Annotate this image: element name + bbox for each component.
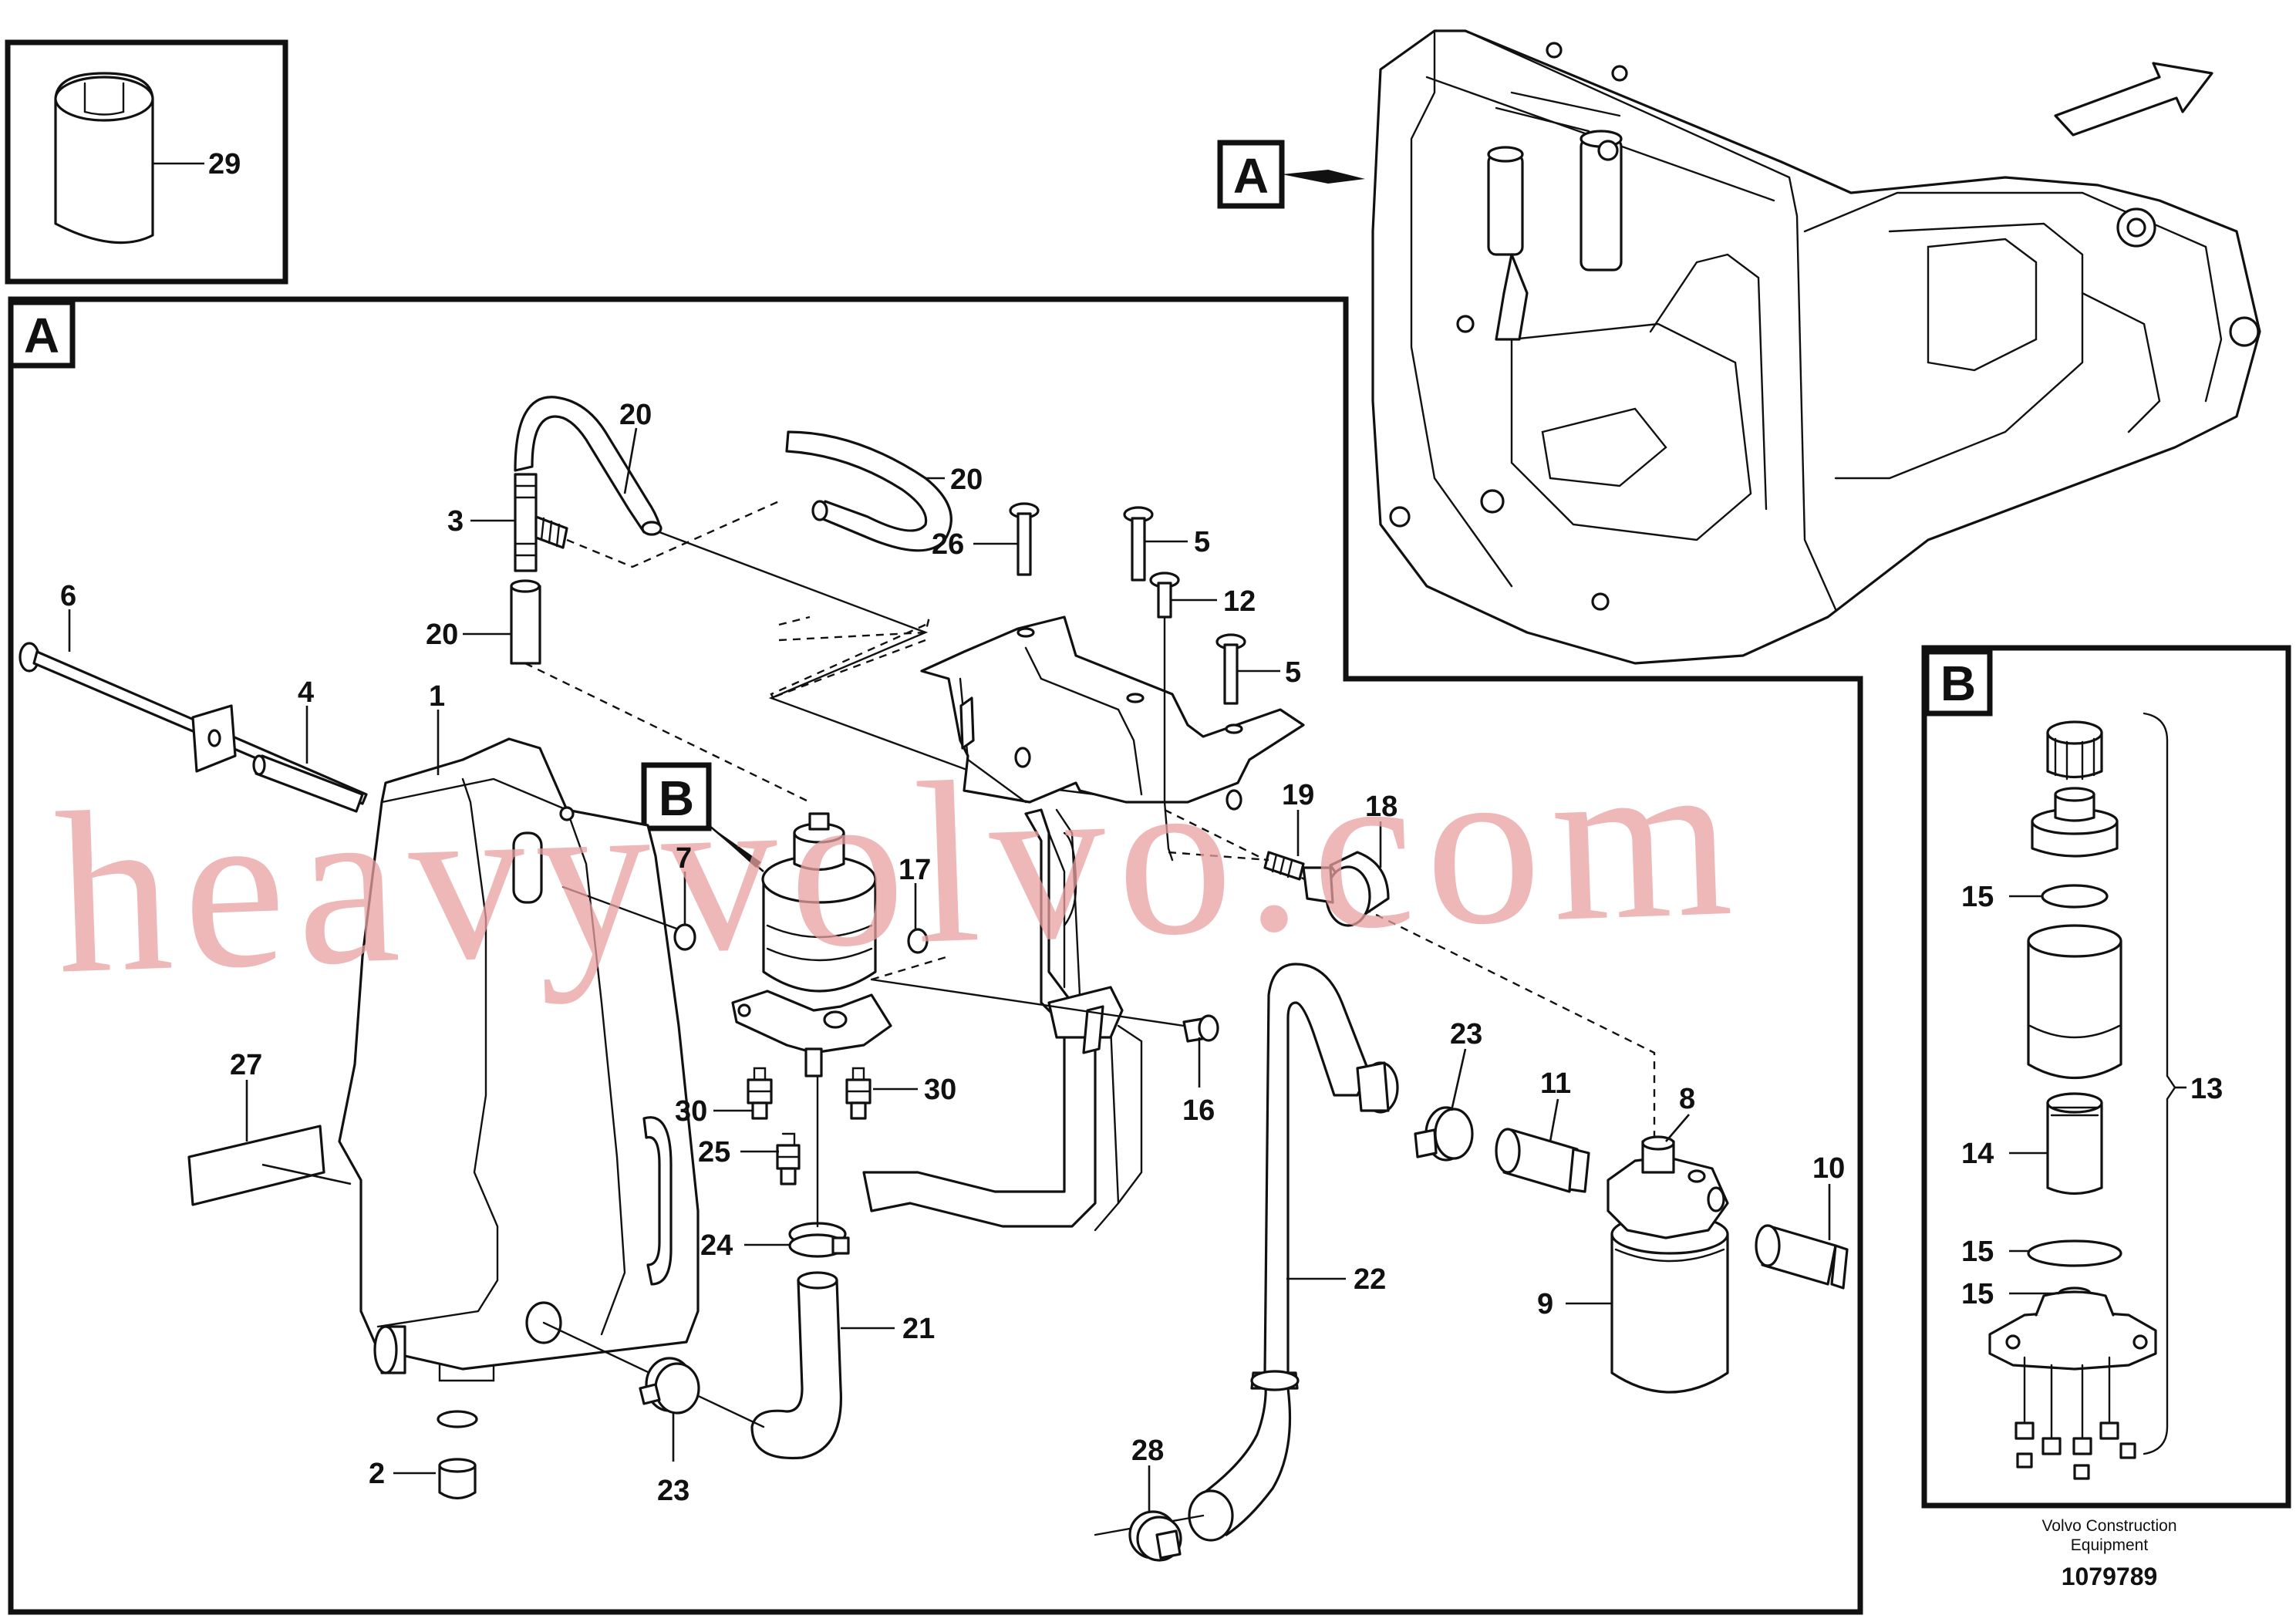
routing-line [770,623,926,703]
callout-10: 10 [1812,1152,1845,1185]
callout-28: 28 [1131,1435,1164,1467]
routing-line [770,639,926,700]
adapter-part-10 [1755,1224,1849,1290]
callout-15-lower: 15 [1961,1278,1994,1310]
callout-23-upper: 23 [1450,1018,1482,1050]
callout-14: 14 [1961,1138,1994,1170]
svg-text:B: B [659,771,694,826]
sleeve-part-29 [54,72,204,244]
callout-numbers: 29 20 20 3 20 26 5 12 5 6 4 1 7 17 19 18… [60,148,2223,1507]
callout-5-upper: 5 [1194,526,1210,558]
callout-26: 26 [932,528,964,561]
callout-20-left: 20 [426,619,458,651]
detail-29-frame [5,39,288,285]
fuel-pump-view-b [731,812,892,1077]
view-b-frame [1921,645,2291,1509]
label-part-27 [187,1080,352,1206]
callout-20-right: 20 [950,464,983,496]
callout-20-top: 20 [619,399,652,431]
direction-arrow-icon [2054,62,2213,137]
filter-part-9 [1610,1213,1729,1394]
clamp-part-28 [1094,1510,1205,1562]
routing-line [566,500,780,568]
callout-17: 17 [899,854,931,886]
bolt-part-5-lower [1215,633,1246,705]
callout-18: 18 [1365,791,1397,823]
plug-part-2 [393,1410,478,1500]
callout-30-left: 30 [675,1095,707,1128]
callout-5-lower: 5 [1285,656,1301,689]
machine-frame-overview [1371,29,2261,665]
tee-connector-part-3 [514,473,568,572]
view-b-label-main: B [641,762,764,872]
bolt-part-5-upper [1123,506,1154,582]
view-a-label-main: A [8,299,76,369]
footer-company-line2: Equipment [2071,1536,2149,1554]
svg-text:B: B [1940,656,1976,711]
callout-7: 7 [676,842,692,875]
callout-1: 1 [429,680,445,713]
clamp-part-23-upper [1414,1106,1474,1162]
leader-lines [68,427,2186,1512]
callout-2: 2 [369,1458,385,1490]
filter-assembly-part-13 [1988,712,2176,1480]
hose-part-21 [750,1074,843,1460]
footer-drawing-number: 1079789 [2062,1563,2158,1590]
callout-11: 11 [1540,1067,1571,1100]
footer-company-line1: Volvo Construction [2041,1517,2176,1535]
view-b-label-detail: B [1923,649,1993,717]
callout-13: 13 [2190,1073,2223,1105]
callout-22: 22 [1354,1263,1386,1296]
fitting-part-30-right [845,1067,872,1120]
callout-6: 6 [60,580,76,612]
plate-part-bracket [191,704,237,773]
callout-9: 9 [1537,1288,1553,1320]
fitting-part-25 [776,1132,801,1185]
routing-line [778,616,931,642]
callout-8: 8 [1679,1083,1695,1115]
callout-23-lower: 23 [657,1475,689,1507]
callout-29: 29 [208,148,241,180]
callout-19: 19 [1282,779,1314,811]
clamp-part-23-lower [542,1321,765,1428]
view-a-label-top: A [1217,140,1365,209]
callout-15-middle: 15 [1961,1236,1994,1268]
bolt-part-16 [870,978,1219,1043]
routing-line [524,662,811,804]
callout-3: 3 [447,505,464,538]
hose-part-20 [510,396,952,665]
cap-part-18 [1302,851,1390,927]
fitting-part-30-left [747,1067,773,1120]
view-a-frame [8,296,1863,1615]
adapter-part-11 [1495,1128,1590,1193]
sleeve-part-4 [252,754,364,813]
callout-12: 12 [1223,585,1256,618]
callout-30-right: 30 [924,1074,956,1106]
nut-part-7 [561,885,696,951]
fitting-part-19 [1168,851,1305,881]
callout-16: 16 [1182,1094,1215,1127]
routing-line [778,615,811,626]
bolt-part-12 [1149,572,1180,862]
callout-27: 27 [230,1049,262,1081]
callout-21: 21 [902,1313,935,1345]
filter-head-part-8 [1607,1135,1729,1239]
footer: Volvo Construction Equipment 1079789 [2041,1517,2176,1590]
callout-15-upper: 15 [1961,881,1994,913]
nut-part-17 [907,928,929,954]
svg-text:A: A [1233,148,1269,204]
watermark-text: heavyvolvo.com [52,707,1746,1023]
callout-25: 25 [698,1136,730,1168]
tank-part-1 [338,737,700,1382]
clamp-part-24 [788,1222,850,1258]
callout-4: 4 [298,676,314,709]
svg-text:A: A [24,308,59,363]
hose-part-22 [1188,963,1399,1542]
bolt-part-26 [1009,502,1040,576]
mounting-bracket [862,615,1305,1232]
callout-24: 24 [700,1229,733,1262]
